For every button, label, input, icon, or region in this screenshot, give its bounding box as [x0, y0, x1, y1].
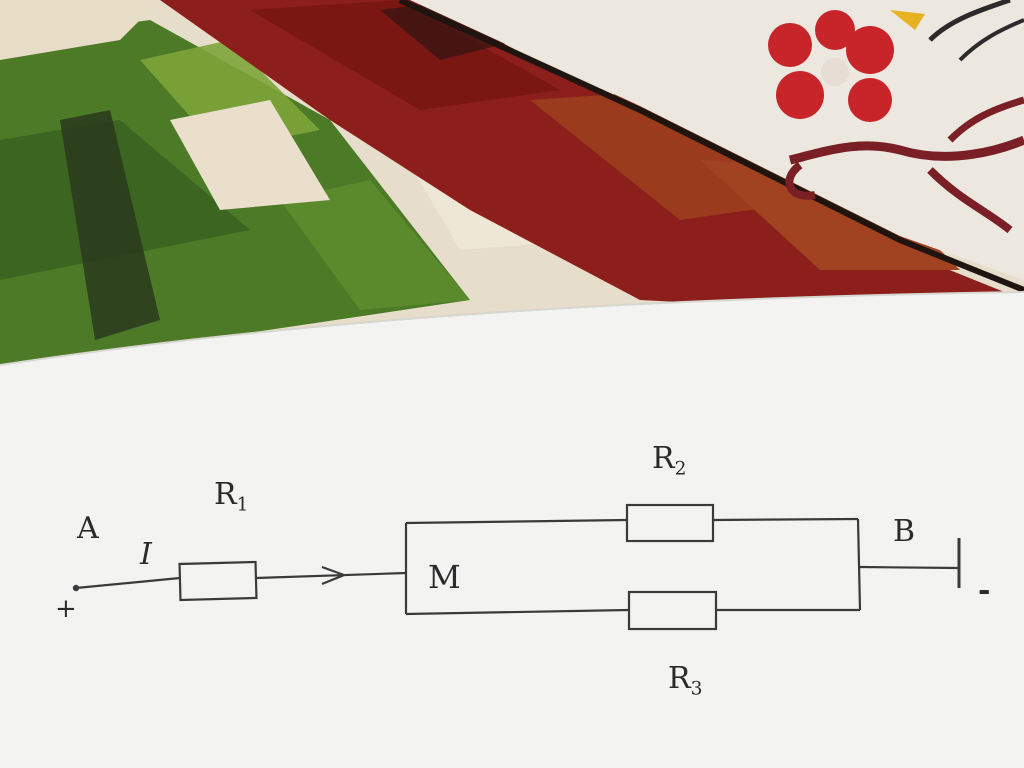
- label-r1-base: R: [214, 477, 237, 512]
- label-r3-base: R: [668, 661, 691, 696]
- label-r1: R1: [214, 480, 248, 515]
- label-plus-sign: +: [55, 594, 77, 624]
- label-r2-sub: 2: [674, 458, 687, 480]
- label-current-i: I: [140, 537, 152, 572]
- terminal-a-dot: [72, 584, 80, 592]
- label-r3: R3: [668, 664, 702, 699]
- paper-sheet: [0, 292, 1024, 768]
- resistor-r1: [178, 560, 258, 602]
- resistor-r2: [625, 503, 715, 543]
- resistor-r3: [627, 590, 718, 631]
- circuit-wires: [75, 517, 959, 616]
- flower-print: [768, 0, 1024, 234]
- label-r3-sub: 3: [690, 678, 703, 700]
- label-minus-sign: -: [978, 573, 991, 608]
- label-terminal-b: B: [893, 514, 916, 549]
- current-arrow: [321, 565, 348, 586]
- label-terminal-a: A: [77, 511, 99, 546]
- label-node-m: M: [428, 558, 461, 596]
- label-r2-base: R: [652, 441, 675, 476]
- label-r2: R2: [652, 444, 686, 479]
- label-r1-sub: 1: [236, 494, 249, 516]
